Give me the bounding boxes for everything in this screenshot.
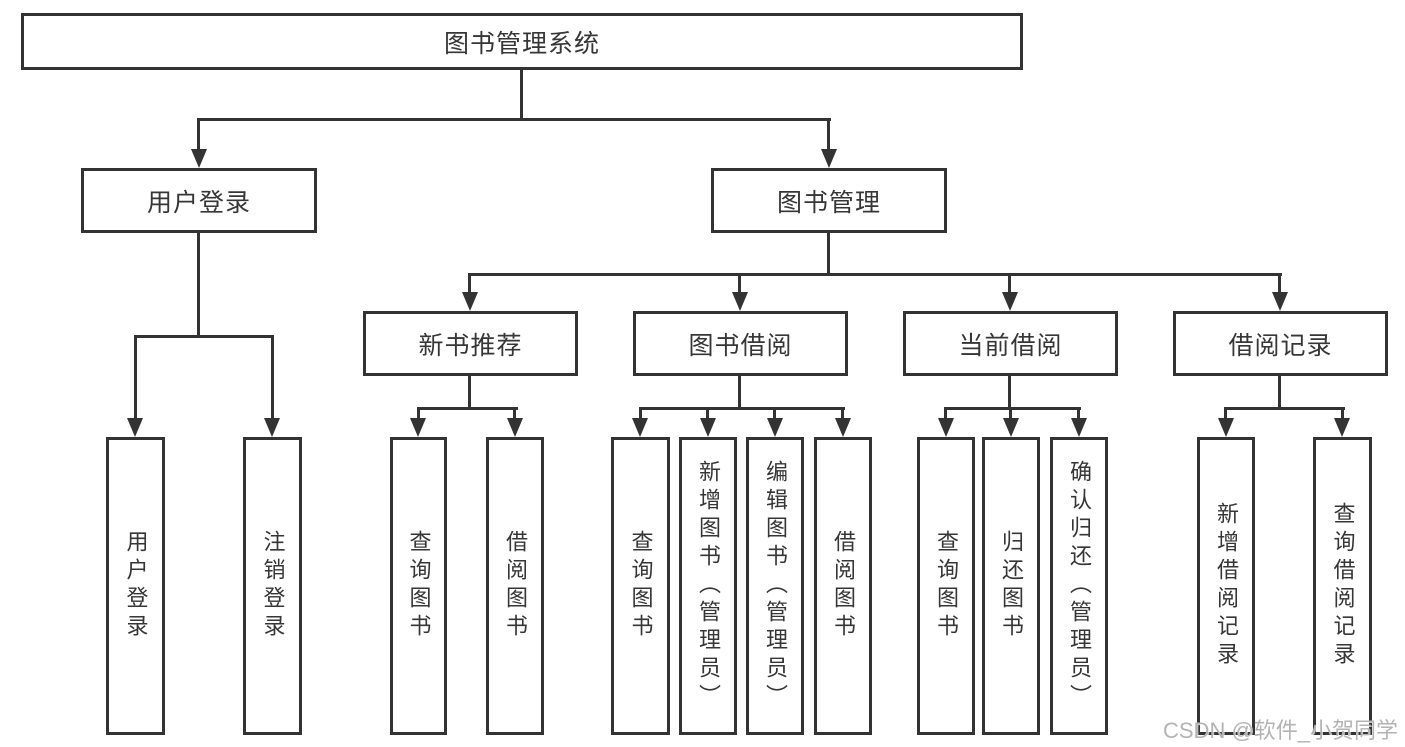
arrowhead-leaf bbox=[835, 418, 851, 437]
connector-leaf-stem bbox=[1341, 407, 1344, 420]
leaf-logout-label: 注销登录 bbox=[260, 530, 286, 642]
connector-leaf-stem bbox=[639, 407, 642, 420]
leaf-query-books-current-label: 查询图书 bbox=[934, 530, 959, 642]
leaf-add-borrow-record-label: 新增借阅记录 bbox=[1214, 502, 1239, 670]
connector-user-login-stem bbox=[197, 118, 200, 152]
node-root: 图书管理系统 bbox=[21, 13, 1023, 70]
leaf-user-login-label: 用户登录 bbox=[123, 530, 149, 642]
connector-leaf-stem bbox=[1009, 407, 1012, 420]
arrowhead-sec-current bbox=[1002, 292, 1018, 311]
arrowhead-sec-records bbox=[1272, 292, 1288, 311]
node-borrow-records: 借阅记录 bbox=[1173, 311, 1388, 376]
connector-leaf-stem bbox=[513, 407, 516, 420]
arrowhead-user-login bbox=[191, 149, 207, 168]
connector-level2-bar bbox=[197, 118, 831, 121]
node-borrow-records-label: 借阅记录 bbox=[1228, 331, 1333, 360]
leaf-edit-book-admin: 编辑图书（管理员） bbox=[746, 437, 804, 735]
leaf-confirm-return-admin-label: 确认归还（管理员） bbox=[1067, 460, 1092, 712]
leaf-edit-book-admin-label: 编辑图书（管理员） bbox=[763, 460, 788, 712]
connector-sec-records-stem bbox=[1278, 273, 1281, 296]
connector-leaf-logout-stem bbox=[271, 335, 274, 420]
connector-sec-current-stem bbox=[1008, 273, 1011, 296]
leaf-query-books-recommend: 查询图书 bbox=[390, 437, 447, 735]
arrowhead-leaf bbox=[1218, 418, 1234, 437]
connector-leaf-stem bbox=[706, 407, 709, 420]
connector-leaf-stem bbox=[1224, 407, 1227, 420]
leaf-query-books-recommend-label: 查询图书 bbox=[406, 530, 432, 642]
connector-leaf-stem bbox=[1077, 407, 1080, 420]
node-book-borrow-label: 图书借阅 bbox=[688, 331, 793, 360]
connector-sec-current-bar bbox=[944, 407, 1081, 410]
node-user-login-label: 用户登录 bbox=[146, 188, 251, 217]
leaf-add-book-admin-label: 新增图书（管理员） bbox=[696, 460, 721, 712]
arrowhead-leaf bbox=[767, 418, 783, 437]
connector-sec-new-stem bbox=[468, 273, 471, 296]
arrowhead-leaf bbox=[1071, 418, 1087, 437]
connector-sec-current-down bbox=[1008, 376, 1011, 410]
connector-sec-new-down bbox=[468, 376, 471, 410]
arrowhead-leaf bbox=[410, 418, 426, 437]
arrowhead-leaf bbox=[938, 418, 954, 437]
leaf-user-login: 用户登录 bbox=[106, 437, 165, 735]
connector-sec-records-bar bbox=[1224, 407, 1345, 410]
connector-book-mgmt-down bbox=[827, 233, 830, 276]
node-book-management-label: 图书管理 bbox=[776, 188, 881, 217]
node-current-borrow-label: 当前借阅 bbox=[958, 331, 1063, 360]
connector-sec-borrow-bar bbox=[639, 407, 845, 410]
connector-sec-records-down bbox=[1278, 376, 1281, 410]
leaf-borrow-books-label: 借阅图书 bbox=[831, 530, 856, 642]
connector-user-login-bar bbox=[134, 335, 274, 338]
arrowhead-leaf bbox=[700, 418, 716, 437]
node-new-book-recommend-label: 新书推荐 bbox=[418, 331, 523, 360]
arrowhead-leaf bbox=[1003, 418, 1019, 437]
connector-sec-new-bar bbox=[417, 407, 518, 410]
arrowhead-leaf-login bbox=[127, 418, 143, 437]
connector-book-mgmt-stem bbox=[827, 118, 830, 152]
node-root-label: 图书管理系统 bbox=[443, 29, 600, 58]
node-book-management: 图书管理 bbox=[711, 168, 947, 233]
arrowhead-leaf-logout bbox=[264, 418, 280, 437]
leaf-return-books: 归还图书 bbox=[982, 437, 1040, 735]
leaf-confirm-return-admin: 确认归还（管理员） bbox=[1050, 437, 1108, 735]
connector-leaf-login-stem bbox=[134, 335, 137, 420]
leaf-query-borrow-record: 查询借阅记录 bbox=[1313, 437, 1372, 735]
leaf-query-books-borrow: 查询图书 bbox=[611, 437, 670, 735]
arrowhead-leaf bbox=[1334, 418, 1350, 437]
leaf-return-books-label: 归还图书 bbox=[999, 530, 1024, 642]
arrowhead-sec-borrow bbox=[732, 292, 748, 311]
leaf-borrow-books: 借阅图书 bbox=[814, 437, 872, 735]
connector-leaf-stem bbox=[944, 407, 947, 420]
leaf-query-borrow-record-label: 查询借阅记录 bbox=[1330, 502, 1356, 670]
connector-root-stem bbox=[520, 69, 523, 121]
arrowhead-book-mgmt bbox=[821, 149, 837, 168]
connector-sections-bar bbox=[468, 273, 1282, 276]
node-user-login: 用户登录 bbox=[81, 168, 317, 233]
leaf-add-book-admin: 新增图书（管理员） bbox=[679, 437, 737, 735]
leaf-query-books-borrow-label: 查询图书 bbox=[628, 530, 654, 642]
connector-leaf-stem bbox=[841, 407, 844, 420]
leaf-query-books-current: 查询图书 bbox=[917, 437, 975, 735]
connector-user-login-down bbox=[197, 232, 200, 338]
connector-sec-borrow-stem bbox=[738, 273, 741, 296]
node-book-borrow: 图书借阅 bbox=[633, 311, 848, 376]
csdn-watermark: CSDN @软件_小贺同学 bbox=[1163, 718, 1399, 743]
arrowhead-leaf bbox=[632, 418, 648, 437]
arrowhead-sec-new bbox=[462, 292, 478, 311]
leaf-borrow-books-recommend-label: 借阅图书 bbox=[503, 530, 528, 642]
connector-leaf-stem bbox=[417, 407, 420, 420]
leaf-add-borrow-record: 新增借阅记录 bbox=[1197, 437, 1255, 735]
leaf-logout: 注销登录 bbox=[243, 437, 302, 735]
node-current-borrow: 当前借阅 bbox=[903, 311, 1118, 376]
connector-leaf-stem bbox=[773, 407, 776, 420]
node-new-book-recommend: 新书推荐 bbox=[363, 311, 578, 376]
arrowhead-leaf bbox=[507, 418, 523, 437]
connector-sec-borrow-down bbox=[738, 376, 741, 410]
leaf-borrow-books-recommend: 借阅图书 bbox=[486, 437, 544, 735]
